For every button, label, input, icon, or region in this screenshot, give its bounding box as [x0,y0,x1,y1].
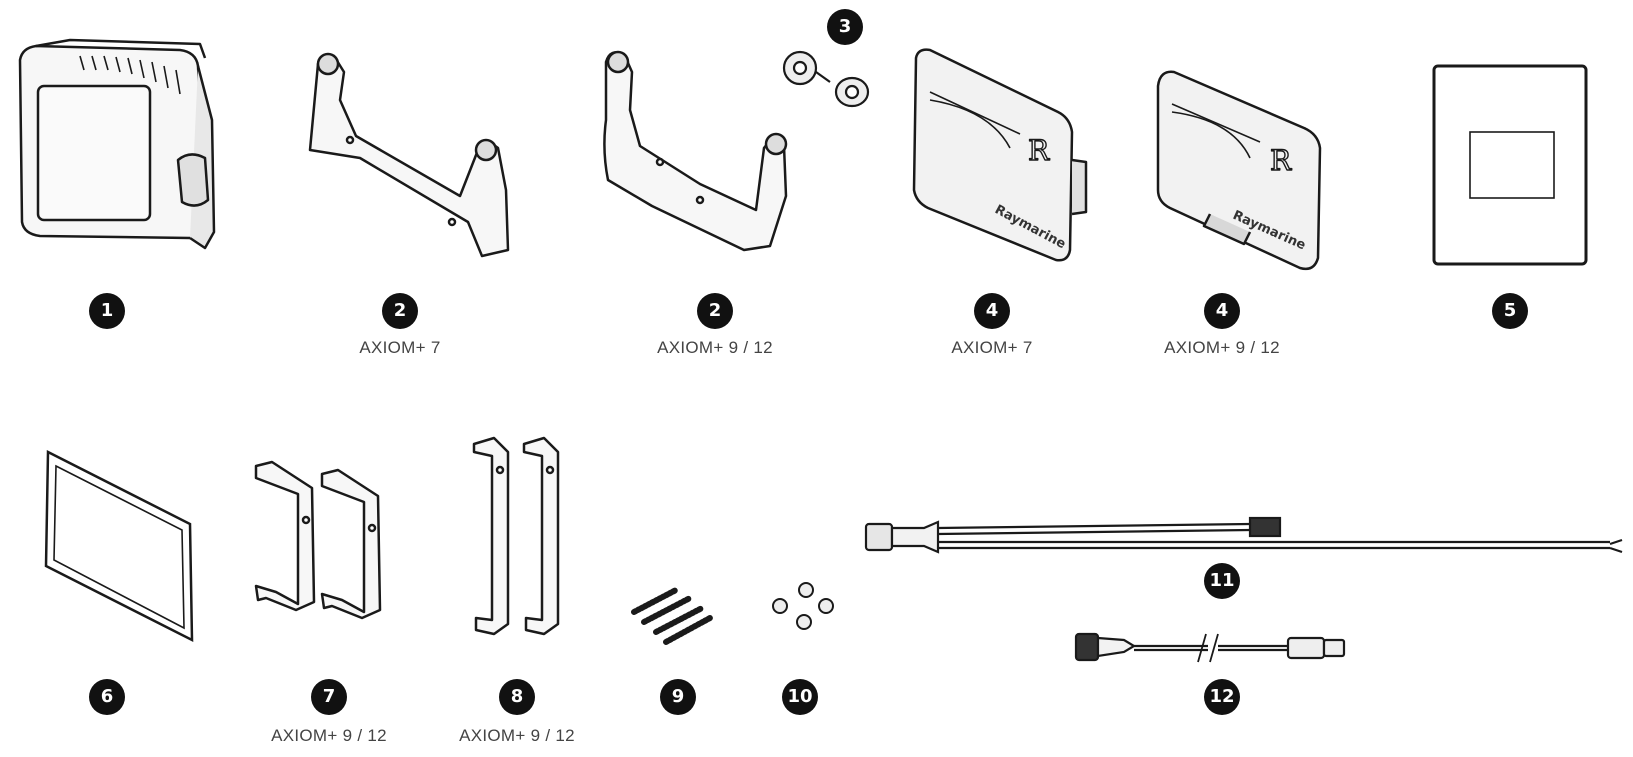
power-cable-icon [864,516,1623,554]
nuts-icon [772,582,834,630]
item-number-badge: 10 [782,679,818,715]
trunnion-bracket-icon [603,50,788,252]
item-caption: AXIOM+ 9 / 12 [459,726,575,745]
item-number-badge: 11 [1204,563,1240,599]
panel-gasket-icon [44,449,194,643]
threaded-studs-icon [631,587,713,645]
mounting-clips-icon [254,460,382,620]
sun-cover-icon: R Raymarine [912,48,1088,262]
item-caption: AXIOM+ 9 / 12 [1164,338,1280,357]
sun-cover-icon: R Raymarine [1156,70,1322,271]
item-number-badge: 2 [382,293,418,329]
adaptor-cable-icon [1074,632,1346,663]
item-caption: AXIOM+ 7 [951,338,1033,357]
brand-logo-letter: R [1270,144,1292,177]
brand-logo-letter: R [1028,134,1050,167]
item-number-badge: 3 [827,9,863,45]
item-number-badge: 9 [660,679,696,715]
item-number-badge: 1 [89,293,125,329]
long-mounting-clips-icon [472,436,560,636]
item-number-badge: 5 [1492,293,1528,329]
item-number-badge: 2 [697,293,733,329]
item-number-badge: 6 [89,679,125,715]
item-caption: AXIOM+ 7 [359,338,441,357]
item-number-badge: 12 [1204,679,1240,715]
item-caption: AXIOM+ 9 / 12 [271,726,387,745]
item-number-badge: 4 [1204,293,1240,329]
trunnion-bracket-icon [308,52,510,258]
item-number-badge: 8 [499,679,535,715]
item-number-badge: 4 [974,293,1010,329]
item-caption: AXIOM+ 9 / 12 [657,338,773,357]
display-unit-icon [18,38,216,250]
bracket-knobs-icon [782,50,870,108]
documentation-icon [1432,64,1588,266]
item-number-badge: 7 [311,679,347,715]
